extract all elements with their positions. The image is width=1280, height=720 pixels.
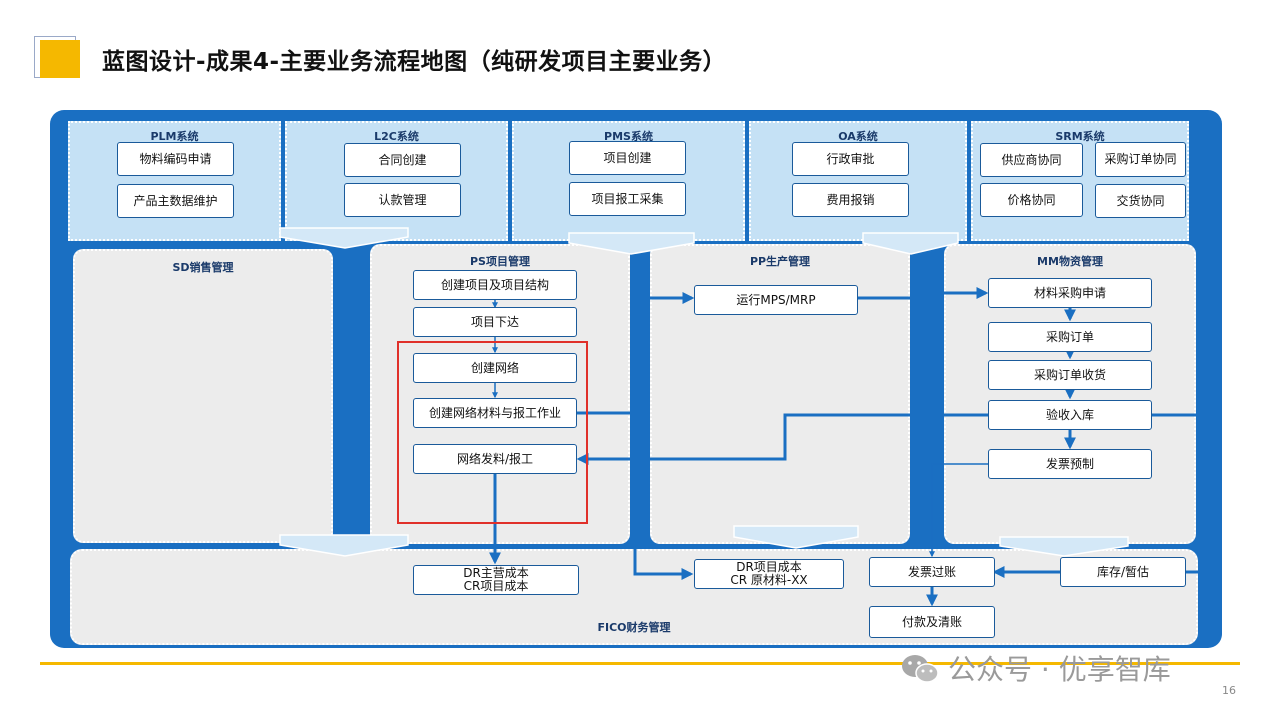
fico-main-cost-entry: DR主营成本 CR项目成本 bbox=[413, 565, 579, 595]
page-title: 蓝图设计-成果4-主要业务流程地图（纯研发项目主要业务） bbox=[102, 49, 727, 75]
oa-system-title: OA系统 bbox=[838, 130, 878, 143]
sd-down-block-arrow bbox=[279, 534, 409, 557]
fico-cr-project-cost: CR项目成本 bbox=[463, 579, 529, 593]
plm-l2c-down-block-arrow bbox=[279, 227, 409, 249]
receipt-to-inventory-line bbox=[1151, 413, 1217, 574]
srm-price-collaboration: 价格协同 bbox=[980, 183, 1083, 217]
l2c-contract-create: 合同创建 bbox=[344, 143, 461, 177]
watermark-text: 公众号 · 优享智库 bbox=[948, 653, 1171, 686]
l2c-system-panel: L2C系统 bbox=[285, 121, 508, 241]
mm-module-title: MM物资管理 bbox=[1037, 255, 1103, 268]
footer-rule bbox=[40, 662, 1240, 665]
plm-system-panel: PLM系统 bbox=[68, 121, 281, 241]
oa-system-panel: OA系统 bbox=[749, 121, 967, 241]
receipt-to-issue-line bbox=[576, 413, 988, 465]
ps-to-mrp-line bbox=[577, 292, 695, 415]
fico-dr-project-cost: DR项目成本 bbox=[736, 560, 802, 574]
fico-project-cost-entry: DR项目成本 CR 原材料-XX bbox=[694, 559, 844, 589]
ps-network-material-activity: 创建网络材料与报工作业 bbox=[413, 398, 577, 428]
mm-po-goods-receipt: 采购订单收货 bbox=[988, 360, 1152, 390]
wechat-icon bbox=[902, 655, 939, 683]
mm-invoice-precheck: 发票预制 bbox=[988, 449, 1152, 479]
plm-material-code-request: 物料编码申请 bbox=[117, 142, 234, 176]
pp-run-mps-mrp: 运行MPS/MRP bbox=[694, 285, 858, 315]
l2c-payment-recognition: 认款管理 bbox=[344, 183, 461, 217]
sd-module-title: SD销售管理 bbox=[172, 261, 234, 274]
oa-expense-reimbursement: 费用报销 bbox=[792, 183, 909, 217]
highlight-box bbox=[397, 341, 588, 524]
oa-admin-approval: 行政审批 bbox=[792, 142, 909, 176]
pp-down-block-arrow bbox=[733, 525, 859, 549]
pms-down-block-arrow bbox=[568, 232, 695, 255]
sd-module-panel: SD销售管理 bbox=[73, 249, 333, 543]
srm-supplier-collaboration: 供应商协同 bbox=[980, 143, 1083, 177]
invoice-precheck-to-post-line bbox=[929, 463, 988, 558]
ps-to-dr-project-cost-line bbox=[633, 413, 694, 580]
fico-module-title: FICO财务管理 bbox=[597, 621, 671, 634]
ps-create-network: 创建网络 bbox=[413, 353, 577, 383]
pms-project-report-collection: 项目报工采集 bbox=[569, 182, 686, 216]
mm-inspection-warehousing: 验收入库 bbox=[988, 400, 1152, 430]
fico-cr-raw-material: CR 原材料-XX bbox=[730, 573, 808, 587]
mm-material-purchase-request: 材料采购申请 bbox=[988, 278, 1152, 308]
fico-inventory-accrual: 库存/暂估 bbox=[1060, 557, 1186, 587]
fico-invoice-post: 发票过账 bbox=[869, 557, 995, 587]
srm-system-title: SRM系统 bbox=[1055, 130, 1105, 143]
srm-po-collaboration: 采购订单协同 bbox=[1095, 142, 1186, 177]
plm-system-title: PLM系统 bbox=[150, 130, 199, 143]
oa-down-block-arrow bbox=[862, 232, 959, 255]
mm-purchase-order: 采购订单 bbox=[988, 322, 1152, 352]
pms-project-create: 项目创建 bbox=[569, 141, 686, 175]
logo-square bbox=[40, 40, 80, 78]
srm-delivery-collaboration: 交货协同 bbox=[1095, 184, 1186, 218]
fico-dr-main-cost: DR主营成本 bbox=[463, 566, 529, 580]
mrp-to-requisition-line bbox=[857, 287, 989, 300]
ps-network-issue-report: 网络发料/报工 bbox=[413, 444, 577, 474]
l2c-system-title: L2C系统 bbox=[374, 130, 419, 143]
mm-down-block-arrow bbox=[999, 536, 1129, 557]
plm-product-master-data: 产品主数据维护 bbox=[117, 184, 234, 218]
pp-module-title: PP生产管理 bbox=[749, 255, 811, 268]
srm-system-panel: SRM系统 bbox=[971, 121, 1189, 241]
ps-create-project-structure: 创建项目及项目结构 bbox=[413, 270, 577, 300]
fico-payment-clearing: 付款及清账 bbox=[869, 606, 995, 638]
pms-system-title: PMS系统 bbox=[604, 130, 653, 143]
ps-project-release: 项目下达 bbox=[413, 307, 577, 337]
page-number: 16 bbox=[1222, 684, 1236, 697]
ps-module-title: PS项目管理 bbox=[470, 255, 530, 268]
